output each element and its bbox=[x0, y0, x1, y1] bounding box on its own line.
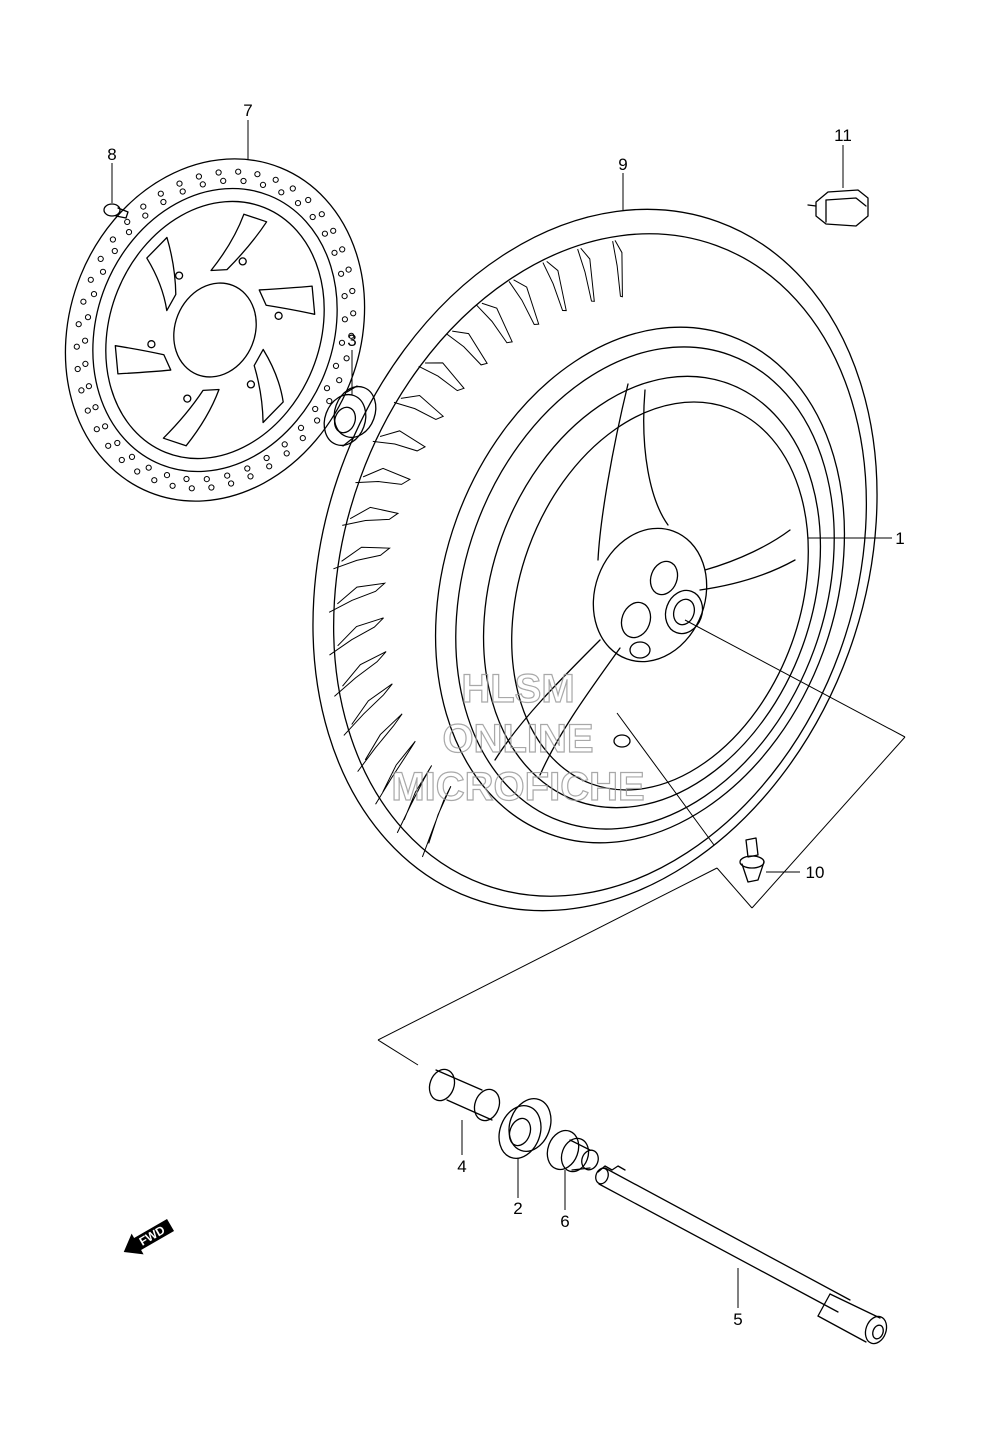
part-label-4: 4 bbox=[457, 1157, 466, 1176]
part-label-3: 3 bbox=[347, 331, 356, 350]
part-label-9: 9 bbox=[618, 155, 627, 174]
part-label-11: 11 bbox=[834, 126, 852, 145]
bearing-upper bbox=[323, 385, 377, 447]
spacer bbox=[428, 1068, 501, 1122]
forward-arrow-icon: FWD bbox=[123, 1218, 175, 1255]
wheel-assembly bbox=[312, 208, 878, 912]
part-label-8: 8 bbox=[107, 145, 116, 164]
part-label-10: 10 bbox=[806, 863, 825, 882]
part-label-7: 7 bbox=[243, 101, 252, 120]
balancer-weight bbox=[807, 189, 869, 227]
part-labels: 1 2 3 4 5 6 7 8 9 10 11 bbox=[107, 101, 904, 1329]
part-label-2: 2 bbox=[513, 1199, 522, 1218]
leader-lines bbox=[111, 120, 892, 1308]
bearing-lower bbox=[498, 1098, 552, 1159]
bolt bbox=[103, 203, 129, 219]
watermark-line-1: HLSM bbox=[461, 667, 574, 711]
part-label-5: 5 bbox=[733, 1310, 742, 1329]
part-label-6: 6 bbox=[560, 1212, 569, 1231]
watermark-line-2: ONLINE bbox=[442, 717, 593, 761]
collar bbox=[546, 1129, 599, 1173]
watermark-line-3: MICROFICHE bbox=[391, 765, 644, 809]
axle-shaft bbox=[595, 1165, 888, 1345]
valve bbox=[739, 837, 765, 883]
brake-disc bbox=[64, 158, 366, 502]
assembly-lines bbox=[377, 619, 906, 1066]
part-label-1: 1 bbox=[895, 529, 904, 548]
watermark: HLSM ONLINE MICROFICHE bbox=[391, 666, 646, 809]
